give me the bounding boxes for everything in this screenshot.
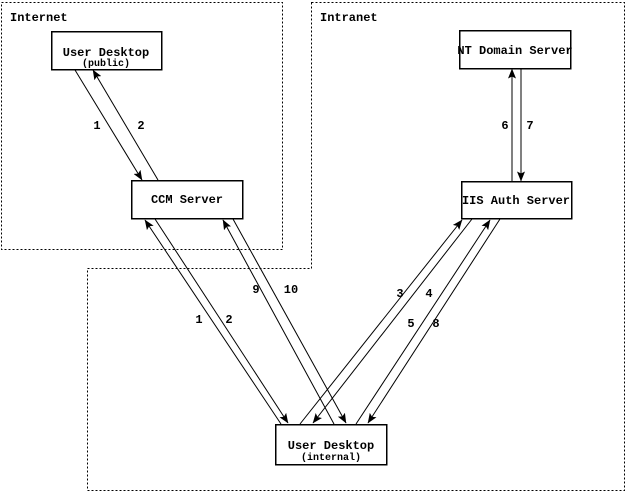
user-desktop-public-box — [50, 30, 163, 71]
edge-label-10: 10 — [284, 283, 298, 297]
edge-arrows — [74, 68, 525, 425]
edge-label-6: 6 — [501, 119, 508, 133]
edge-labels: 1 2 1 2 9 10 3 4 5 8 6 7 — [93, 119, 533, 331]
edge-ccm-to-internal-desktop-10 — [232, 218, 347, 424]
edge-iis-to-internal-desktop-4 — [312, 218, 473, 424]
edge-label-public-1: 1 — [93, 119, 100, 133]
nt-domain-server-box — [458, 29, 572, 70]
edge-label-5: 5 — [407, 317, 414, 331]
node-user-desktop-internal: User Desktop (internal) — [274, 423, 388, 466]
user-desktop-public-title: User Desktop — [63, 46, 149, 60]
node-user-desktop-public: User Desktop (public) — [50, 30, 163, 71]
internet-zone-label: Internet — [10, 11, 68, 25]
user-desktop-public-subtitle: (public) — [82, 58, 130, 70]
user-desktop-internal-subtitle: (internal) — [301, 452, 361, 464]
edge-internal-desktop-to-iis-3 — [299, 219, 463, 425]
edge-internal-desktop-to-ccm-1 — [144, 219, 282, 425]
iis-auth-server-box — [460, 180, 573, 220]
nt-domain-server-title: NT Domain Server — [457, 44, 572, 58]
edge-label-internal-2: 2 — [225, 313, 232, 327]
iis-auth-server-title: IIS Auth Server — [462, 194, 570, 208]
node-ccm-server: CCM Server — [130, 179, 244, 220]
edge-label-8: 8 — [432, 317, 439, 331]
edge-label-internal-1: 1 — [195, 313, 202, 327]
edge-label-4: 4 — [425, 287, 432, 301]
internet-zone-boundary — [1, 2, 283, 250]
edge-ccm-to-internal-desktop-2 — [154, 218, 289, 424]
intranet-zone-label: Intranet — [320, 11, 378, 25]
ccm-server-box — [130, 179, 244, 220]
edge-label-public-2: 2 — [137, 119, 144, 133]
node-nt-domain-server: NT Domain Server — [457, 29, 573, 70]
edge-label-9: 9 — [252, 283, 259, 297]
edge-iis-to-internal-desktop-8 — [367, 218, 501, 424]
ccm-server-title: CCM Server — [151, 193, 223, 207]
edge-public-desktop-to-ccm — [74, 69, 143, 181]
edge-label-7: 7 — [526, 119, 533, 133]
edge-internal-desktop-to-ccm-9 — [222, 219, 335, 425]
edge-ccm-to-public-desktop — [92, 69, 159, 181]
intranet-zone-boundary — [87, 2, 625, 491]
user-desktop-internal-box — [274, 423, 388, 466]
user-desktop-internal-title: User Desktop — [288, 439, 374, 453]
node-iis-auth-server: IIS Auth Server — [460, 180, 573, 220]
edge-internal-desktop-to-iis-5 — [355, 219, 491, 425]
edge-label-3: 3 — [396, 287, 403, 301]
